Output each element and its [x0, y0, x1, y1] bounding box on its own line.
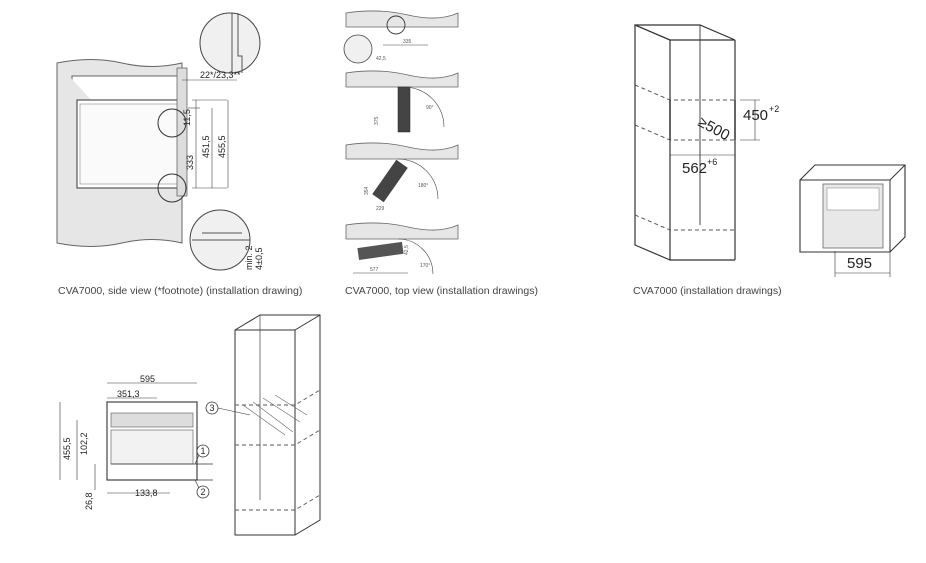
top-d1: 335 — [403, 39, 412, 45]
detail-circle-top — [157, 108, 187, 138]
dim-333: 333 — [185, 155, 195, 170]
magnified-detail-top — [199, 12, 261, 74]
top-d7: 180° — [418, 183, 428, 189]
niche-height: 450 — [743, 107, 768, 124]
side-view-drawing: 22*/23,3** 11,5 333 451,5 455,5 min. 2 4… — [56, 12, 264, 271]
top-d8: 577 — [370, 267, 379, 273]
dim-26-8: 26,8 — [84, 492, 94, 510]
appliance-180 — [372, 159, 408, 203]
dim-595: 595 — [140, 374, 155, 384]
svg-text:1: 1 — [201, 446, 206, 456]
svg-text:2: 2 — [201, 487, 206, 497]
niche-height-tol: +2 — [769, 104, 779, 114]
detail-circle-bottom — [157, 173, 187, 203]
cabinet-installation-drawing: ≥500 450 +2 562 +6 595 — [634, 24, 906, 277]
top-view-drawing: 335 42,5 375 90° 354 229 180° 577 170° 4… — [343, 10, 459, 275]
dim-133-8: 133,8 — [135, 488, 158, 498]
installation-caption: CVA7000 (installation drawings) — [633, 285, 782, 297]
top-d6: 229 — [376, 206, 385, 212]
callout-2 — [196, 485, 210, 499]
top-d4: 90° — [426, 105, 434, 111]
appliance-90 — [397, 86, 411, 133]
niche-width-tol: +6 — [707, 157, 717, 167]
niche-depth: ≥500 — [695, 114, 732, 145]
top-d10: 42,5 — [404, 245, 410, 255]
top-view-caption: CVA7000, top view (installation drawings… — [345, 285, 538, 297]
dim-4-0-5: 4±0,5 — [254, 248, 264, 270]
front-view-drawing: 595 351,3 455,5 102,2 26,8 133,8 1 2 3 — [59, 314, 321, 536]
dim-102-2: 102,2 — [79, 432, 89, 455]
dim-455-5: 455,5 — [217, 135, 227, 158]
appliance-170 — [357, 241, 404, 261]
dim-min-2: min. 2 — [244, 245, 254, 270]
top-d5: 354 — [364, 186, 370, 195]
dim-11-5: 11,5 — [182, 109, 192, 126]
dim-top-label: 22*/23,3** — [200, 70, 241, 80]
top-d3: 375 — [374, 116, 380, 125]
niche-width: 562 — [682, 160, 707, 177]
top-d2: 42,5 — [376, 56, 386, 62]
callout-1 — [196, 444, 210, 458]
dim-455-5-front: 455,5 — [62, 437, 72, 460]
top-detail-circle — [386, 15, 406, 35]
dim-451-5: 451,5 — [201, 135, 211, 158]
niche-hatch — [242, 394, 308, 436]
svg-text:3: 3 — [210, 403, 215, 413]
side-view-caption: CVA7000, side view (*footnote) (installa… — [58, 285, 303, 297]
dim-351-3: 351,3 — [117, 389, 140, 399]
appliance-width: 595 — [847, 255, 872, 272]
top-d9: 170° — [420, 263, 430, 269]
front-panel — [176, 67, 188, 197]
